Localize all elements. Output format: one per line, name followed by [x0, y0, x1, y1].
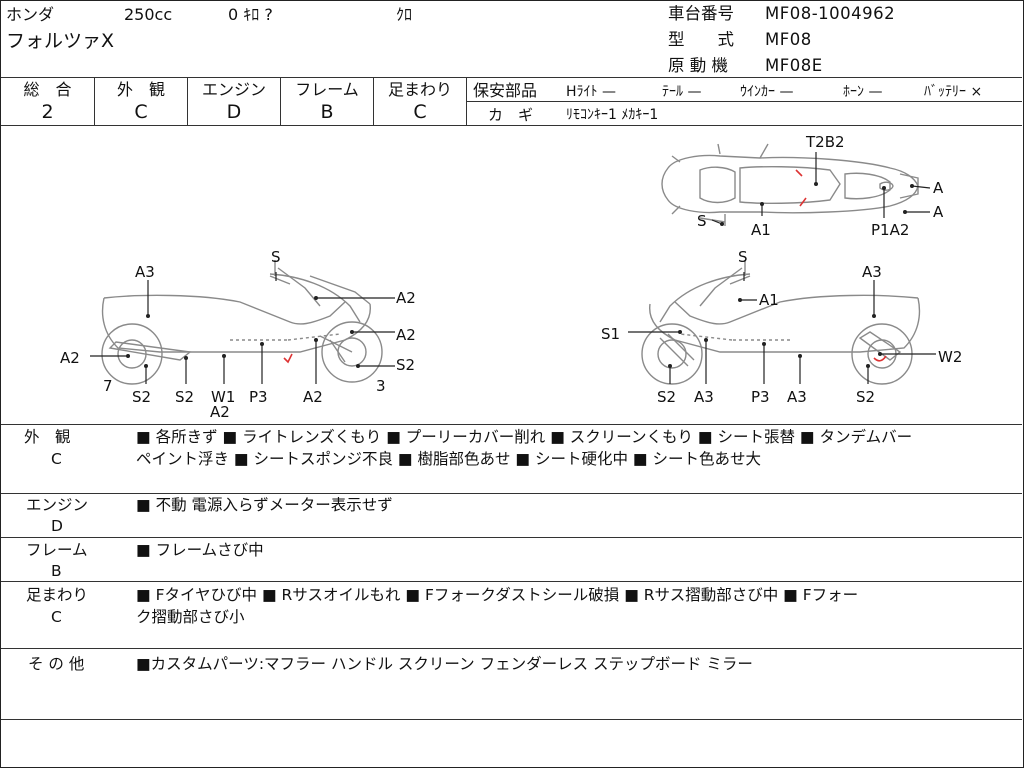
engine-grade: D: [226, 101, 242, 123]
safety-label: 保安部品: [473, 81, 538, 100]
left-label-p3: P3: [249, 388, 268, 406]
left-label-s: S: [271, 248, 281, 266]
engine-grade-label: エンジン: [201, 80, 266, 99]
frame-comment-line1: ■ フレームさび中: [136, 541, 264, 559]
type-value: MF08: [765, 30, 812, 49]
top-label-s: S: [697, 212, 707, 230]
top-view-scooter: [661, 143, 919, 226]
frame-no: MF08-1004962: [765, 4, 896, 23]
leader-dots: [126, 182, 914, 368]
maker: ホンダ: [6, 5, 55, 24]
overall-grade: 2: [41, 101, 54, 123]
right-label-w2: W2: [938, 348, 963, 366]
right-label-s1: S1: [601, 325, 621, 343]
divider: [1, 125, 1022, 126]
engine-comment-line1: ■ 不動 電源入らずメーター表示せず: [136, 496, 393, 514]
top-label-a-1: A: [933, 179, 944, 197]
engine-title: エンジン: [26, 496, 89, 514]
left-label-a2-5: A2: [303, 388, 323, 406]
frame-grade-label: フレーム: [295, 80, 359, 99]
right-label-a3: A3: [862, 263, 882, 281]
exterior-title: 外 観: [24, 428, 71, 446]
divider: [1, 581, 1022, 582]
winker-status: ｳｲﾝｶｰ —: [740, 84, 794, 100]
divider: [280, 78, 281, 125]
engine-grade-note: D: [51, 517, 63, 535]
suspension-grade-label: 足まわり: [387, 80, 452, 99]
displacement: 250cc: [124, 5, 173, 24]
right-label-s2-1: S2: [657, 388, 677, 406]
exterior-grade-label: 外 観: [116, 80, 165, 99]
frame-grade: B: [320, 101, 334, 123]
right-label-a1: A1: [759, 291, 779, 309]
damage-marks: [283, 169, 887, 364]
scooter-diagram: [90, 143, 936, 385]
frame-no-label: 車台番号: [668, 4, 734, 23]
top-label-t2b2: T2B2: [806, 133, 845, 151]
engine-model-label: 原 動 機: [668, 56, 728, 75]
exterior-grade: C: [134, 101, 148, 123]
top-label-a1: A1: [751, 221, 771, 239]
left-label-a2-3: A2: [60, 349, 80, 367]
keys-value: ﾘﾓｺﾝｷｰ1 ﾒｶｷｰ1: [566, 107, 659, 123]
left-label-a2-2: A2: [396, 326, 416, 344]
type-label: 型 式: [668, 30, 734, 49]
exterior-comment-line2: ペイント浮き ■ シートスポンジ不良 ■ 樹脂部色あせ ■ シート硬化中 ■ シ…: [136, 450, 761, 468]
divider: [466, 78, 467, 125]
leader-lines: [90, 152, 936, 384]
top-label-a-2: A: [933, 203, 944, 221]
left-label-a2-4: A2: [210, 403, 230, 421]
suspension-title: 足まわり: [26, 586, 89, 604]
divider: [1, 648, 1022, 649]
model-name: フォルツァX: [6, 30, 115, 52]
divider: [467, 101, 1022, 102]
left-label-s2-1: S2: [132, 388, 152, 406]
battery-status: ﾊﾞｯﾃﾘｰ ×: [924, 84, 983, 100]
left-side-scooter: [101, 260, 383, 385]
right-label-a3-1: A3: [694, 388, 714, 406]
left-label-3: 3: [376, 377, 386, 395]
horn-status: ﾎｰﾝ —: [843, 84, 883, 100]
right-label-p3: P3: [751, 388, 770, 406]
left-label-7: 7: [103, 377, 113, 395]
frame-grade-note: B: [51, 562, 62, 580]
suspension-grade: C: [413, 101, 427, 123]
other-comment-line1: ■カスタムパーツ:マフラー ハンドル スクリーン フェンダーレス ステップボード…: [136, 655, 753, 673]
overall-grade-label: 総 合: [23, 80, 72, 99]
right-label-s: S: [738, 248, 748, 266]
left-label-s2-front: S2: [396, 356, 416, 374]
divider: [1, 77, 1022, 78]
engine-model: MF08E: [765, 56, 823, 75]
left-label-a2-1: A2: [396, 289, 416, 307]
suspension-comment-line1: ■ Fタイヤひび中 ■ Rサスオイルもれ ■ Fフォークダストシール破損 ■ R…: [136, 586, 859, 604]
right-label-s2-2: S2: [856, 388, 876, 406]
divider: [373, 78, 374, 125]
mileage: 0 ｷﾛ ?: [228, 5, 273, 24]
tail-status: ﾃｰﾙ —: [662, 84, 702, 100]
divider: [1, 537, 1022, 538]
suspension-grade-note: C: [51, 608, 62, 626]
left-label-w1: W1: [211, 388, 236, 406]
divider: [1, 493, 1022, 494]
color: ｸﾛ: [396, 5, 413, 24]
divider: [1, 719, 1022, 720]
headlight-status: Hﾗｲﾄ —: [566, 84, 616, 100]
frame-title: フレーム: [26, 541, 88, 559]
left-label-s2-2: S2: [175, 388, 195, 406]
left-label-a3: A3: [135, 263, 155, 281]
top-label-p1a2: P1A2: [871, 221, 910, 239]
suspension-comment-line2: ク摺動部さび小: [136, 608, 245, 626]
exterior-comment-line1: ■ 各所きず ■ ライトレンズくもり ■ プーリーカバー削れ ■ スクリーンくも…: [136, 428, 913, 446]
right-label-a3-2: A3: [787, 388, 807, 406]
divider: [1, 424, 1022, 425]
other-title: そ の 他: [28, 655, 85, 673]
key-label: カ ギ: [488, 106, 534, 124]
divider: [94, 78, 95, 125]
divider: [187, 78, 188, 125]
exterior-grade-note: C: [51, 450, 62, 468]
